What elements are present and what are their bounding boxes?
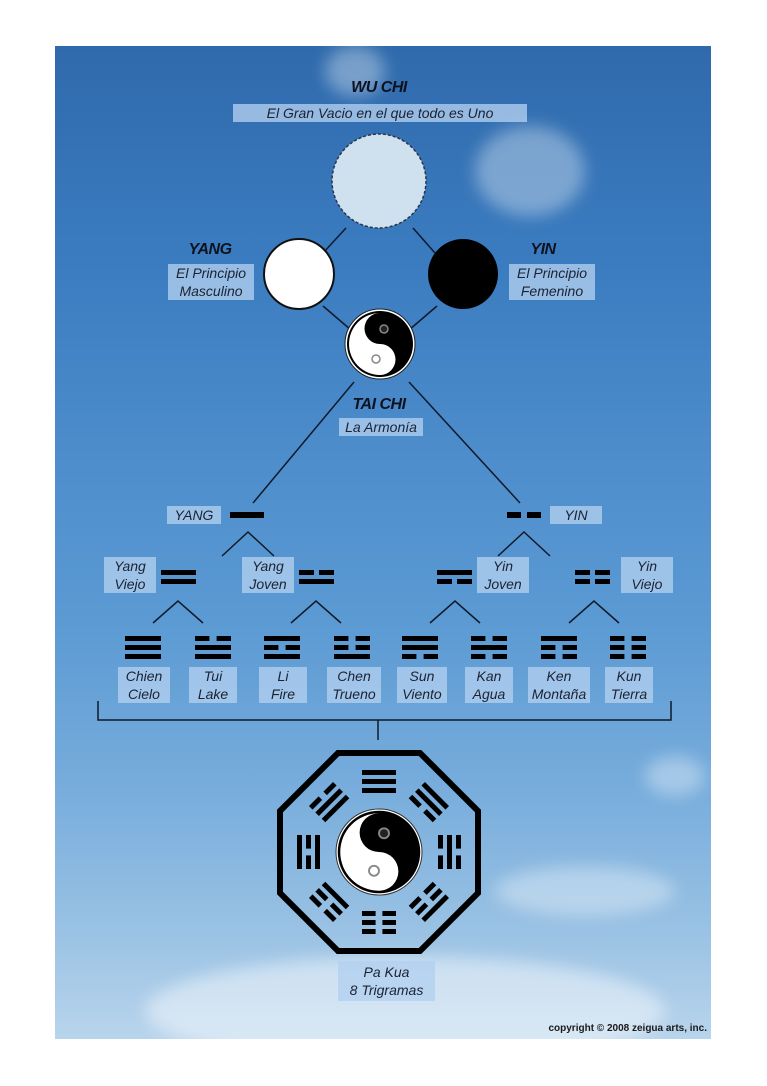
yin-description: El Principio Femenino <box>509 264 595 300</box>
trigram-kun-icon <box>610 636 646 659</box>
pa-kua-line2: 8 Trigramas <box>349 982 424 998</box>
pakua-trigram-li-icon <box>297 834 320 869</box>
trigram-meaning: Lake <box>197 686 229 702</box>
trigram-symbols <box>125 636 646 659</box>
trigram-meaning: Viento <box>402 686 442 702</box>
yang-circle <box>263 238 335 310</box>
trigram-chen-icon <box>334 636 370 659</box>
yin-circle <box>428 239 498 309</box>
yang-title: YANG <box>188 241 232 258</box>
sky-background-panel: WU CHI El Gran Vacio en el que todo es U… <box>55 46 711 1039</box>
tai-chi-subtitle: La Armonía <box>339 418 423 436</box>
bigram-label-line2: Viejo <box>114 576 146 592</box>
tai-chi-yinyang <box>344 308 416 380</box>
cloud <box>495 866 675 916</box>
pakua-trigram-chen-icon <box>308 881 350 923</box>
trigram-label-chen: Chen Trueno <box>327 667 381 703</box>
bigram-label-line1: Yin <box>493 558 513 574</box>
pakua-trigram-kan-icon <box>438 835 461 870</box>
bigram-label-line1: Yang <box>252 558 284 574</box>
trigram-label-kun: Kun Tierra <box>605 667 653 703</box>
trigram-label-li: Li Fire <box>259 667 307 703</box>
cloud <box>475 126 585 216</box>
trigram-tui-icon <box>195 636 231 659</box>
bigram-label-yang-viejo: Yang Viejo <box>104 557 156 593</box>
pa-kua-label: Pa Kua 8 Trigramas <box>338 961 435 1001</box>
yang-description: El Principio Masculino <box>168 264 254 300</box>
trigram-meaning: Trueno <box>332 686 376 702</box>
trigram-name: Chen <box>337 668 371 684</box>
trigram-name: Li <box>277 668 289 684</box>
trigram-name: Kan <box>476 668 502 684</box>
pakua-trigram-sun-icon <box>408 781 450 823</box>
pakua-trigram-ken-icon <box>408 881 450 923</box>
bigram-label-line1: Yin <box>637 558 657 574</box>
pakua-trigram-tui-icon <box>308 781 350 823</box>
cloud <box>325 46 385 96</box>
cloud <box>645 756 705 796</box>
level1-yin-label: YIN <box>550 506 602 524</box>
bigram-label-yin-viejo: Yin Viejo <box>621 557 673 593</box>
wu-chi-title: WU CHI <box>351 79 407 96</box>
trigram-name: Sun <box>409 668 435 684</box>
diagram-lines <box>97 133 672 954</box>
bigram-label-line2: Joven <box>249 576 287 592</box>
level1-yang-label: YANG <box>167 506 221 524</box>
yang-desc-line1: El Principio <box>175 265 247 281</box>
trigram-chien-icon <box>125 636 161 659</box>
trigram-label-ken: Ken Montaña <box>528 667 590 703</box>
trigram-name: Chien <box>125 668 163 684</box>
pakua-trigram-kun-icon <box>362 911 396 934</box>
trigram-name: Kun <box>616 668 642 684</box>
copyright-notice: copyright © 2008 zeigua arts, inc. <box>548 1023 707 1034</box>
bigram-label-yang-joven: Yang Joven <box>242 557 294 593</box>
tai-chi-title: TAI CHI <box>352 396 406 413</box>
yin-title: YIN <box>530 241 556 258</box>
yang-desc-line2: Masculino <box>179 283 243 299</box>
pa-kua-line1: Pa Kua <box>363 964 410 980</box>
bigram-label-line2: Viejo <box>631 576 663 592</box>
trigram-label-sun: Sun Viento <box>397 667 447 703</box>
pa-kua-octagon <box>277 750 481 954</box>
pakua-trigram-chien-icon <box>362 770 396 793</box>
wu-chi-subtitle: El Gran Vacio en el que todo es Uno <box>233 104 527 122</box>
trigram-li-icon <box>264 636 300 659</box>
trigram-ken-icon <box>541 636 577 659</box>
trigram-name: Tui <box>203 668 223 684</box>
bigram-label-yin-joven: Yin Joven <box>477 557 529 593</box>
wu-chi-circle <box>331 133 427 229</box>
trigram-meaning: Cielo <box>128 686 160 702</box>
trigram-meaning: Agua <box>472 686 506 702</box>
bigram-label-line1: Yang <box>114 558 146 574</box>
trigram-sun-icon <box>402 636 438 659</box>
yin-desc-line2: Femenino <box>520 283 584 299</box>
trigram-name: Ken <box>546 668 572 684</box>
trigram-kan-icon <box>471 636 507 659</box>
trigram-label-chien: Chien Cielo <box>118 667 170 703</box>
trigram-meaning: Tierra <box>610 686 648 702</box>
yin-desc-line1: El Principio <box>516 265 588 281</box>
bigram-label-line2: Joven <box>484 576 522 592</box>
trigram-meaning: Fire <box>270 686 296 702</box>
trigram-meaning: Montaña <box>531 686 587 702</box>
trigram-label-tui: Tui Lake <box>189 667 237 703</box>
trigram-label-kan: Kan Agua <box>465 667 513 703</box>
